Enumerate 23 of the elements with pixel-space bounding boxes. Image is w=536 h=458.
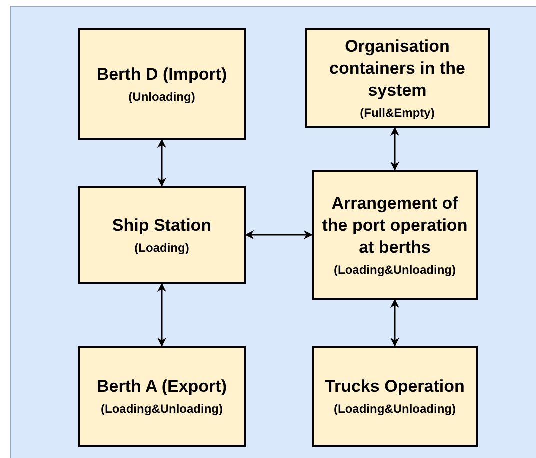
process-box (312, 170, 478, 300)
box-title: Organisation containers in the system (328, 36, 467, 102)
box-title: Berth A (Export) (96, 376, 227, 398)
process-box (78, 346, 246, 447)
process-box (78, 186, 246, 284)
box-title: Berth D (Import) (96, 64, 228, 86)
box-subtitle: (Full&Empty) (360, 106, 435, 120)
process-box (305, 28, 490, 128)
box-subtitle: (Loading&Unloading) (101, 402, 223, 417)
double-arrow (158, 139, 166, 187)
box-subtitle: (Loading) (134, 240, 190, 256)
box-subtitle: (Loading&Unloading) (334, 262, 456, 278)
double-arrow (158, 283, 166, 347)
double-arrow (390, 127, 400, 171)
box-subtitle: (Unloading) (128, 90, 196, 104)
process-box (78, 28, 246, 140)
box-title: Ship Station (112, 214, 212, 236)
box-title: Arrangement of the port operation at berths (321, 192, 469, 258)
double-arrow (390, 299, 400, 347)
process-box (312, 346, 478, 447)
double-arrow (245, 230, 313, 240)
box-title: Trucks Operation (325, 376, 465, 398)
box-subtitle: (Loading&Unloading) (334, 402, 456, 417)
